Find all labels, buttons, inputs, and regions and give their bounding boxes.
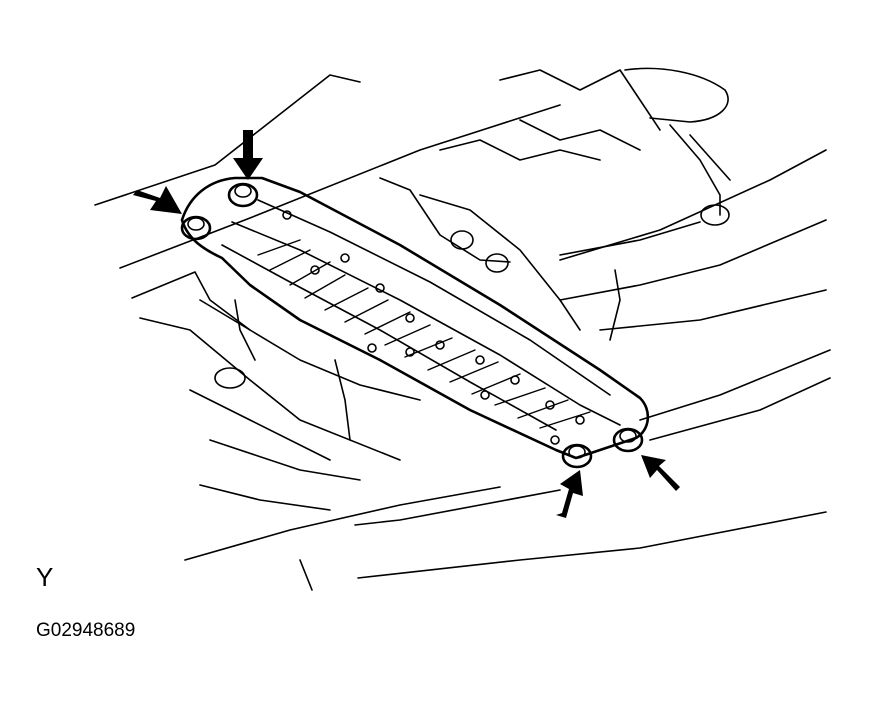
arrow-icon bbox=[133, 186, 182, 214]
bolt-top-left bbox=[180, 215, 212, 241]
rear-crossmember bbox=[180, 176, 650, 460]
arrow-icon bbox=[641, 455, 683, 491]
arrow-icon bbox=[233, 130, 263, 180]
figure-id: G02948689 bbox=[36, 620, 136, 641]
bracket-studs bbox=[282, 210, 585, 445]
rib-hatching bbox=[257, 239, 591, 429]
arrow-icon bbox=[556, 470, 583, 518]
bolt-bottom-right bbox=[612, 427, 644, 453]
bolt-top bbox=[227, 182, 259, 208]
underbody-outline bbox=[94, 67, 831, 591]
view-label: Y bbox=[36, 562, 54, 592]
bolt-bottom bbox=[561, 443, 593, 469]
